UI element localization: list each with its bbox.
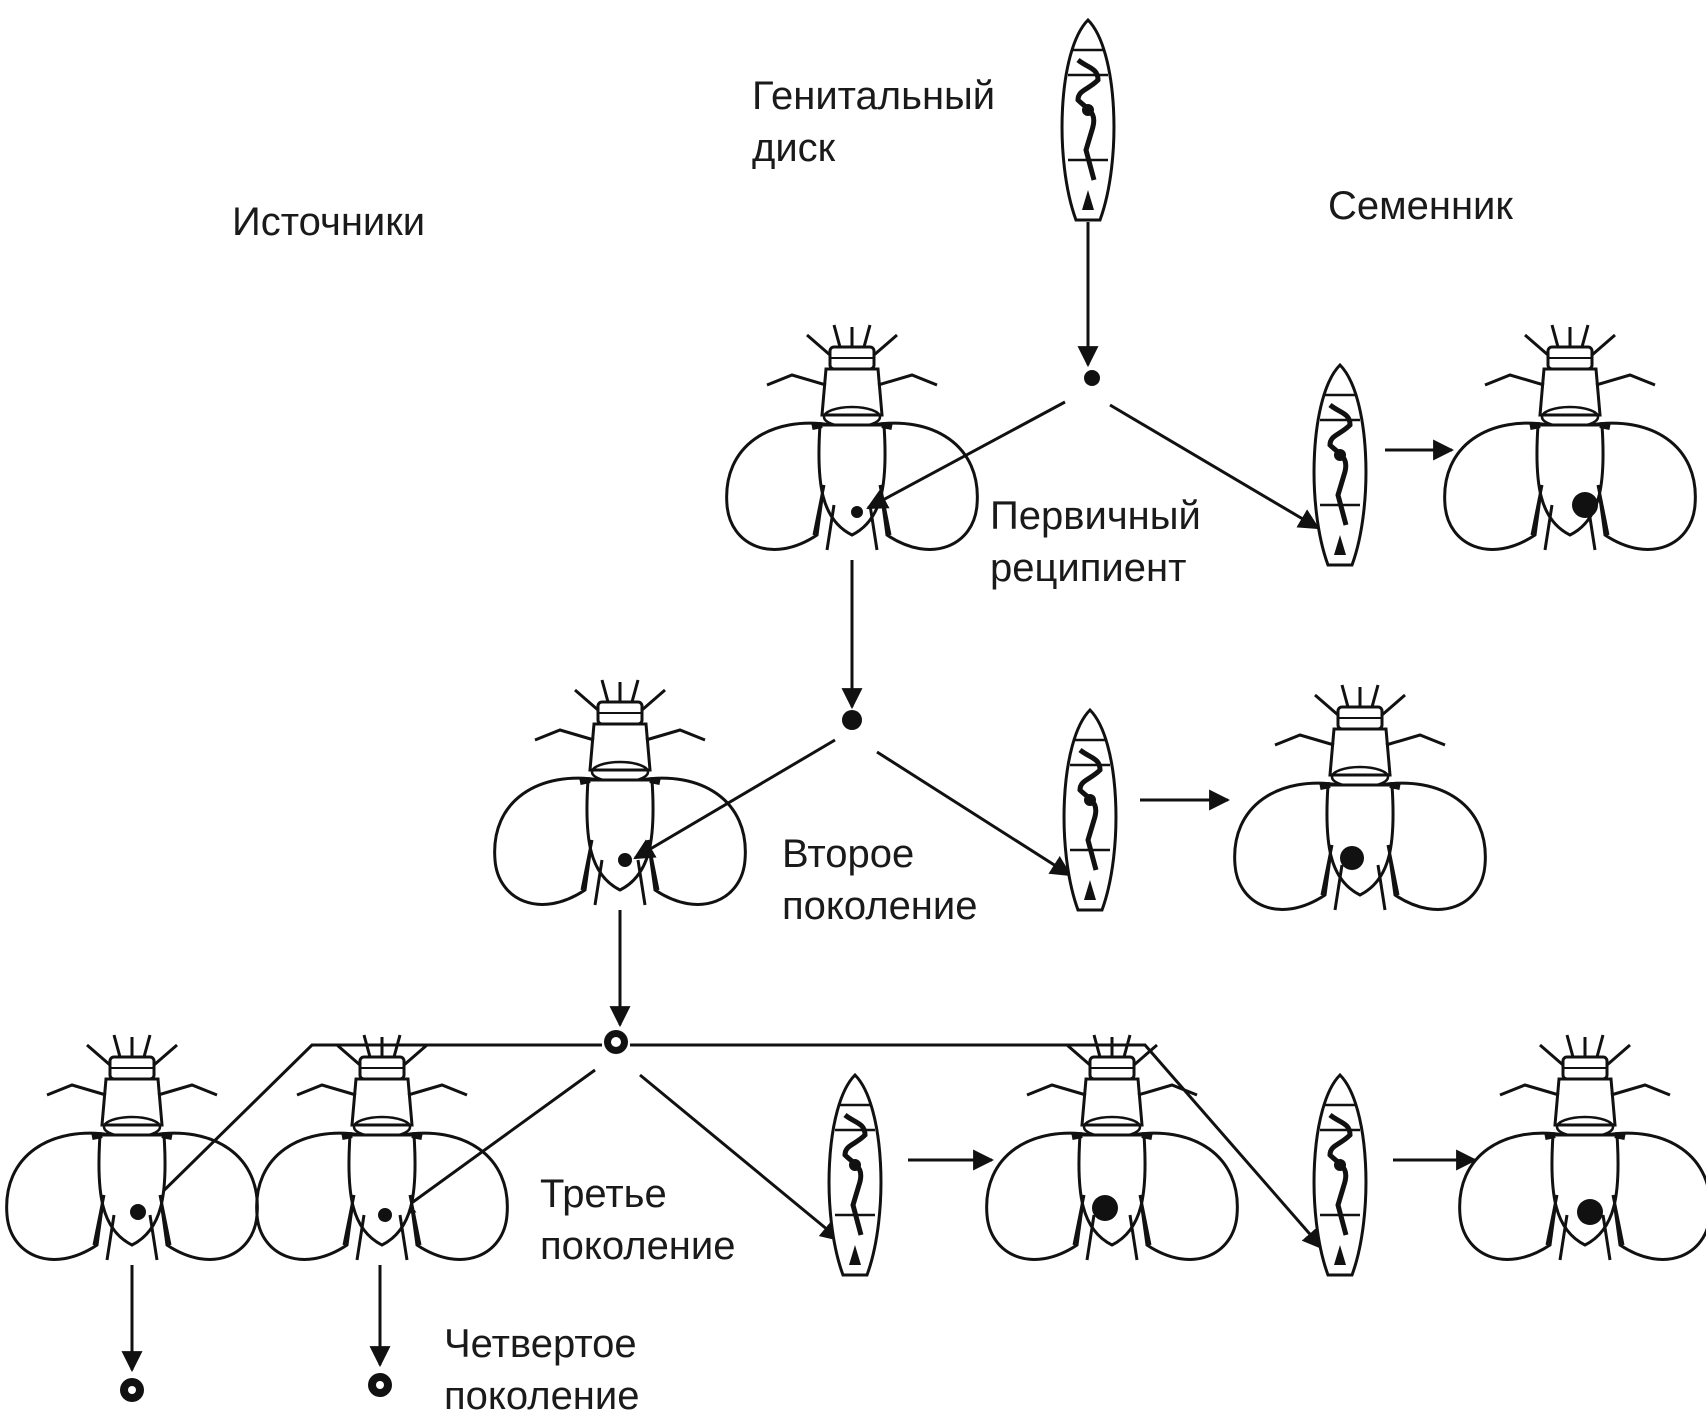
- adult-fly-icon-third-a: [7, 1035, 258, 1260]
- adult-fly-icon-third-b: [257, 1035, 508, 1260]
- adult-fly-icon-r3a: [987, 1035, 1238, 1260]
- donor-larva-icon: [1062, 20, 1114, 220]
- testis-dot-icon: [1340, 846, 1364, 870]
- implant-dot-icon: [1084, 370, 1100, 386]
- label-fourth-generation: Четвертое поколение: [444, 1318, 640, 1422]
- label-third-generation: Третье поколение: [540, 1168, 736, 1272]
- adult-fly-icon-primary: [727, 325, 978, 550]
- adult-fly-icon-second: [495, 680, 746, 905]
- adult-fly-icon-r2: [1235, 685, 1486, 910]
- implant-dot-icon: [842, 710, 862, 730]
- larva-icon-r2: [1064, 710, 1116, 910]
- implant-dot-icon: [618, 853, 632, 867]
- label-second-generation: Второе поколение: [782, 828, 978, 932]
- label-primary-recipient: Первичный реципиент: [990, 490, 1201, 594]
- larva-icon-r3b: [1314, 1075, 1366, 1275]
- implant-dot-icon: [130, 1204, 146, 1220]
- implant-dot-icon: [851, 506, 863, 518]
- implant-dot-icon: [378, 1208, 392, 1222]
- testis-dot-icon: [1572, 492, 1598, 518]
- testis-dot-icon: [1577, 1199, 1603, 1225]
- label-genital-disc: Генитальный диск: [752, 70, 995, 174]
- adult-fly-icon-r3b: [1460, 1035, 1706, 1260]
- label-sources: Источники: [232, 196, 425, 248]
- larva-icon-r3a: [829, 1075, 881, 1275]
- larva-icon-r1: [1314, 365, 1366, 565]
- adult-fly-icon-r1: [1445, 325, 1696, 550]
- testis-dot-icon: [1092, 1195, 1118, 1221]
- label-testis: Семенник: [1328, 180, 1513, 232]
